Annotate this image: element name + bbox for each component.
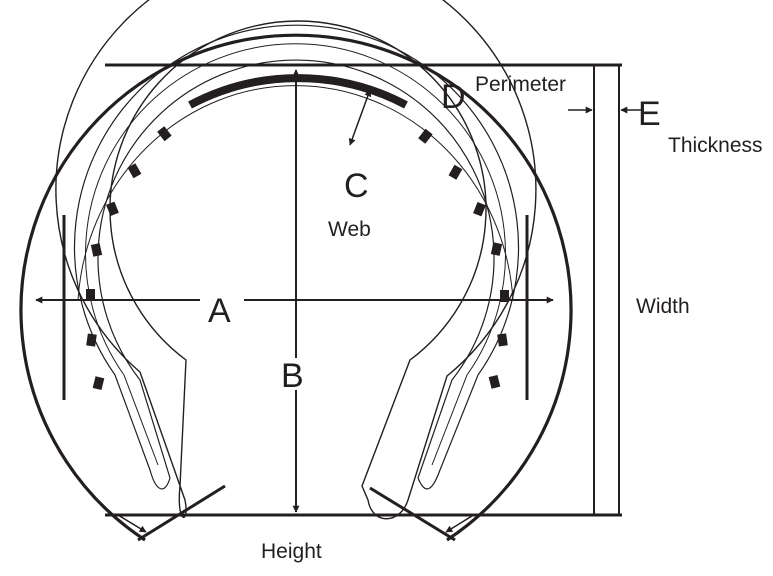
nail-hole	[157, 126, 172, 142]
label-web: Web	[328, 218, 371, 241]
label-a: A	[208, 292, 231, 330]
heel-arrow-left	[117, 514, 147, 533]
label-thickness: Thickness	[668, 134, 763, 157]
nail-hole	[418, 128, 433, 144]
nail-holes	[86, 126, 509, 391]
horseshoe-outer-edge	[55, 0, 537, 520]
heel-line-right	[369, 486, 456, 542]
heel-line-left	[137, 484, 226, 542]
nail-hole	[448, 164, 463, 180]
nail-hole	[86, 333, 97, 347]
outer-circle	[19, 33, 573, 542]
label-perimeter: Perimeter	[475, 73, 566, 96]
label-width: Width	[636, 295, 690, 318]
nail-hole	[86, 289, 95, 301]
nail-hole	[490, 242, 503, 256]
nail-hole	[497, 333, 508, 347]
nail-hole	[488, 374, 501, 389]
nail-hole	[92, 376, 105, 391]
nail-hole	[500, 290, 509, 302]
nail-hole	[106, 201, 119, 217]
web-arrow	[348, 89, 372, 146]
nail-hole	[90, 243, 103, 257]
label-d: D	[441, 78, 466, 116]
horseshoe-groove-inner	[85, 43, 506, 466]
nail-hole	[127, 163, 142, 179]
nail-hole	[473, 201, 486, 217]
label-height: Height	[261, 540, 322, 563]
label-c: C	[344, 167, 369, 205]
label-b: B	[281, 357, 304, 395]
heel-arrow-right	[445, 515, 473, 533]
label-e: E	[638, 95, 661, 133]
